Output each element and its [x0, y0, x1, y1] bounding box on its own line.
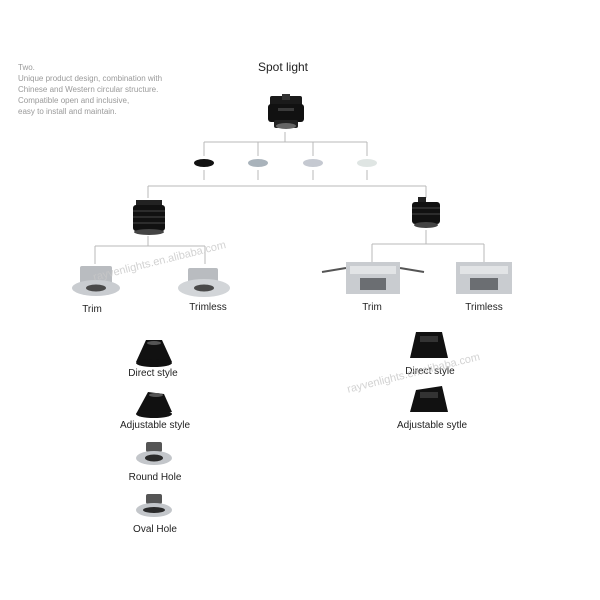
- right-trim-label: Trim: [362, 302, 382, 313]
- intro-line: Compatible open and inclusive,: [18, 96, 130, 105]
- left-direct-style-label: Direct style: [128, 368, 178, 379]
- intro-line: easy to install and maintain.: [18, 107, 117, 116]
- direct-style-reflector-icon: [136, 340, 172, 367]
- right-adjustable-style-label: Adjustable sytle: [396, 420, 468, 431]
- lens-white-icon: [357, 159, 377, 167]
- square-module-icon: [412, 197, 440, 228]
- right-direct-style-label: Direct style: [405, 366, 455, 377]
- round-module-icon: [133, 200, 165, 235]
- lens-silver-icon: [303, 159, 323, 167]
- intro-line: Two.: [18, 63, 35, 72]
- right-trimless-label: Trimless: [465, 302, 503, 313]
- left-adjustable-style-label: Adjustable style: [119, 420, 191, 431]
- lens-grey-icon: [248, 159, 268, 167]
- intro-text: Two. Unique product design, combination …: [18, 62, 218, 117]
- square-direct-style-reflector-icon: [410, 332, 448, 358]
- round-trimless-housing-icon: [178, 268, 230, 297]
- round-trim-housing-icon: [72, 266, 120, 296]
- intro-line: Unique product design, combination with: [18, 74, 163, 83]
- left-trimless-label: Trimless: [189, 302, 227, 313]
- round-hole-trim-icon: [136, 442, 172, 465]
- diagram-title: Spot light: [257, 60, 309, 74]
- intro-line: Chinese and Western circular structure.: [18, 85, 159, 94]
- oval-hole-trim-icon: [136, 494, 172, 517]
- square-trimless-housing-icon: [456, 262, 512, 294]
- round-hole-label: Round Hole: [128, 472, 182, 483]
- lens-black-icon: [194, 159, 214, 167]
- left-trim-label: Trim: [82, 304, 102, 315]
- oval-hole-label: Oval Hole: [133, 524, 177, 535]
- square-trim-housing-icon: [321, 262, 425, 294]
- adjustable-style-reflector-icon: [136, 392, 172, 418]
- spotlight-main-icon: [268, 94, 304, 129]
- square-adjustable-style-reflector-icon: [410, 386, 448, 412]
